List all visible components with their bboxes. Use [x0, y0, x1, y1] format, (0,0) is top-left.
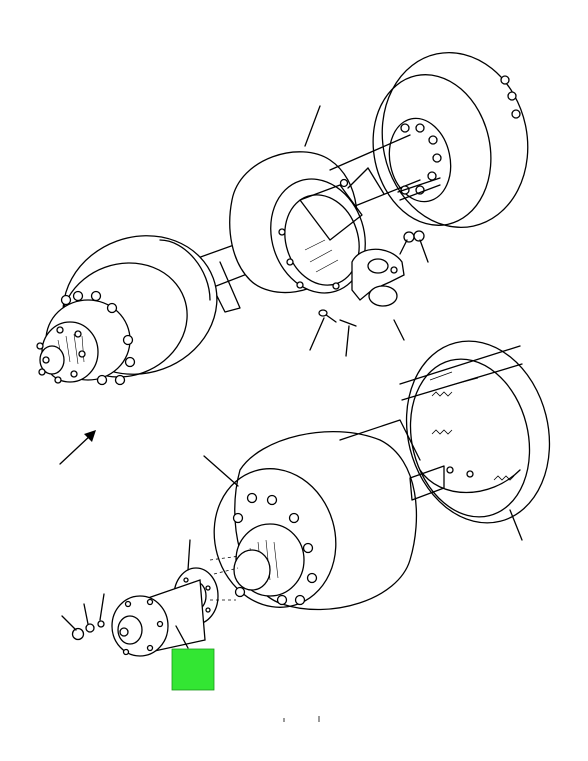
brake-drum-assembly	[399, 340, 551, 524]
right-hub-studs	[400, 123, 442, 195]
fasteners-lower	[71, 620, 105, 641]
left-hub-studs	[60, 290, 136, 386]
differential-carrier	[270, 178, 366, 294]
direction-arrow-icon	[59, 430, 96, 465]
leader-lines-upper	[304, 105, 429, 357]
highlight-callout-box	[171, 648, 215, 691]
axle-shaft	[111, 579, 206, 657]
rear-axle-housing-assembly	[36, 51, 529, 386]
left-hub	[39, 299, 131, 383]
return-springs	[431, 391, 515, 481]
leader-lines-lower	[61, 455, 523, 649]
drum-hub-studs	[232, 492, 318, 606]
pinion-yoke	[351, 248, 405, 307]
hub-and-drum-assembly	[213, 419, 445, 611]
